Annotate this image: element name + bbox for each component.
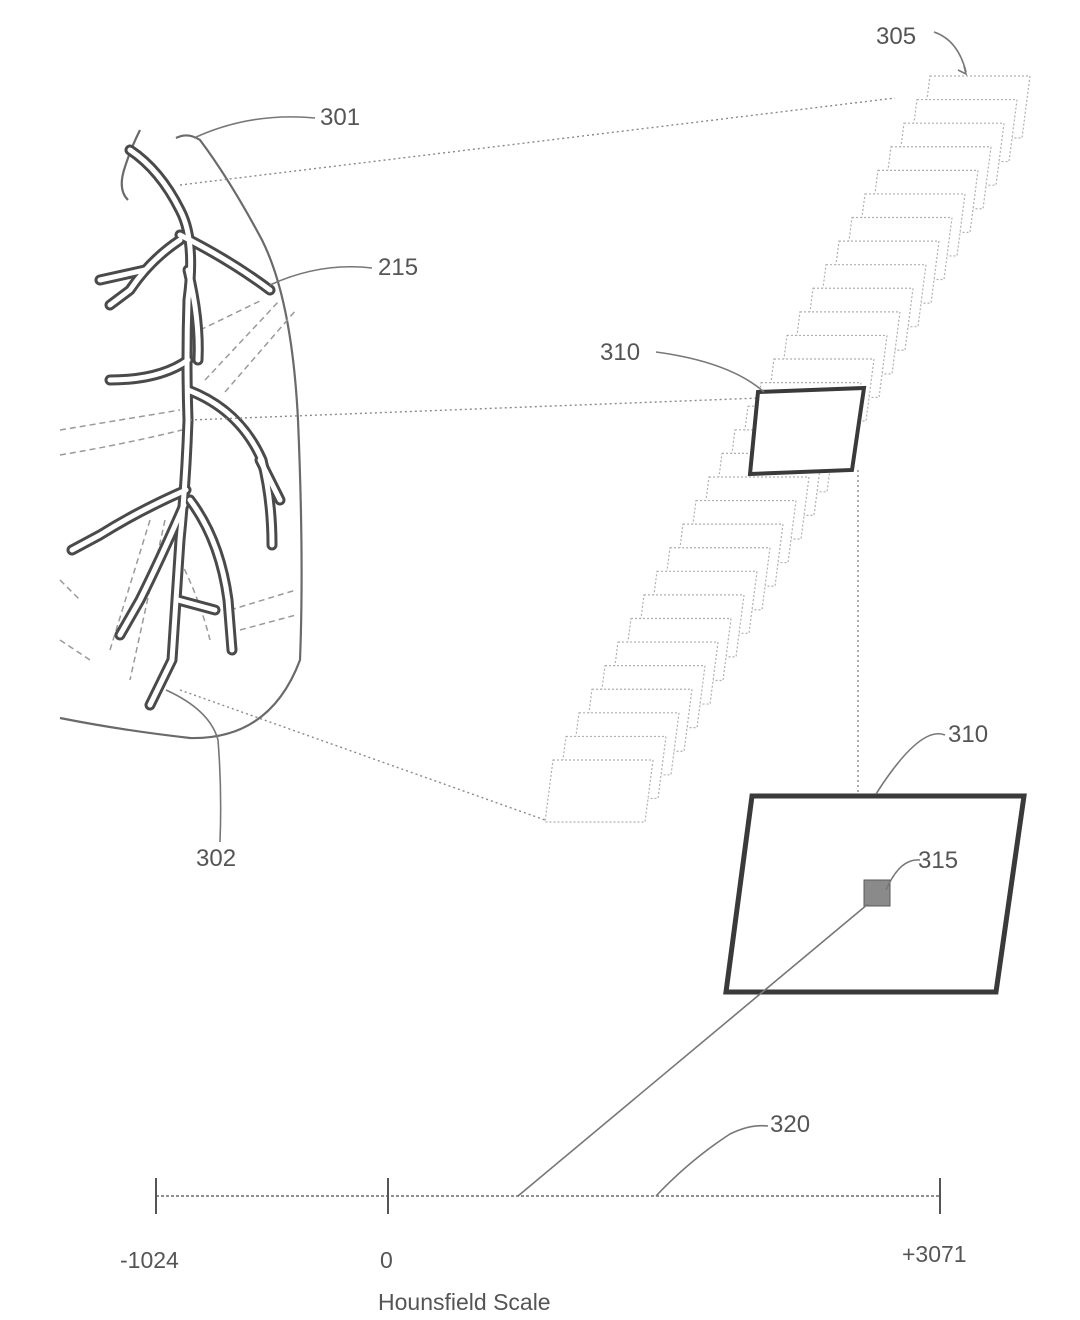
image-slice — [545, 760, 653, 822]
voxel-315 — [864, 880, 890, 906]
label-310-stack: 310 — [600, 339, 640, 366]
hidden-vessel — [205, 300, 280, 380]
hidden-vessel — [60, 640, 90, 660]
scale-label-max: +3071 — [902, 1241, 967, 1267]
label-310-enlarged: 310 — [948, 721, 988, 748]
voxel-to-scale-line — [518, 904, 868, 1196]
reference-leaders — [166, 32, 966, 1196]
hidden-vessel — [60, 580, 80, 600]
organ-top-edge — [122, 130, 140, 200]
hidden-vessel — [225, 310, 296, 392]
scale-title: Hounsfield Scale — [378, 1289, 551, 1315]
label-320: 320 — [770, 1111, 810, 1138]
label-305: 305 — [876, 23, 916, 50]
hidden-vessel — [200, 300, 262, 330]
hidden-vessel — [240, 615, 296, 630]
label-301: 301 — [320, 104, 360, 131]
hidden-vessel — [230, 590, 296, 610]
vessel-tree — [72, 150, 280, 705]
organ-illustration — [60, 130, 302, 738]
scale-label-min: -1024 — [120, 1247, 179, 1273]
hidden-vessel — [60, 410, 180, 430]
hounsfield-scale: -1024 0 +3071 Hounsfield Scale — [120, 1178, 967, 1315]
label-302: 302 — [196, 845, 236, 872]
hidden-vessel — [60, 430, 182, 455]
label-215: 215 — [378, 254, 418, 281]
scale-label-zero: 0 — [380, 1247, 393, 1273]
label-315: 315 — [918, 847, 958, 874]
selected-slice-in-stack — [750, 388, 864, 474]
